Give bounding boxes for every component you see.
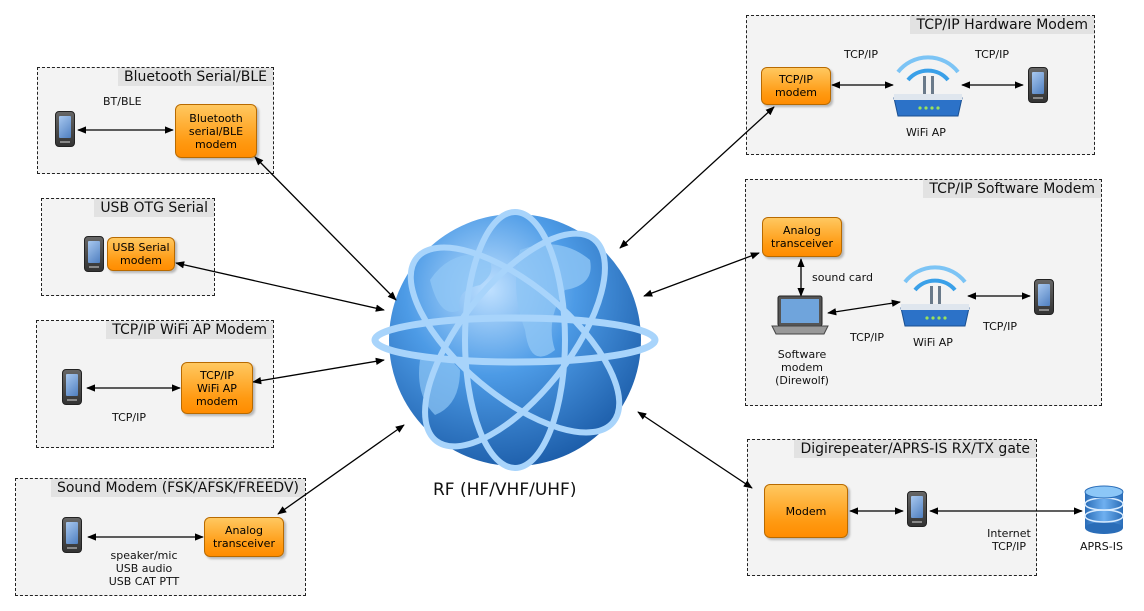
globe-icon	[371, 209, 659, 471]
link-hw-modem-rf	[619, 106, 775, 249]
sound-card-label: sound card	[812, 271, 873, 284]
sw-link-left-label: TCP/IP	[850, 331, 884, 344]
hw-wifi-ap-label: WiFi AP	[906, 126, 946, 139]
rf-center-label: RF (HF/VHF/UHF)	[433, 480, 577, 500]
phone-icon	[62, 517, 82, 553]
wifi-ap-link-label: TCP/IP	[112, 411, 146, 424]
panel-title: TCP/IP WiFi AP Modem	[106, 321, 273, 339]
laptop-icon	[771, 295, 829, 335]
panel-usb-otg: USB OTG Serial	[41, 198, 215, 296]
panel-title: Sound Modem (FSK/AFSK/FREEDV)	[50, 479, 305, 497]
panel-title: Bluetooth Serial/BLE	[118, 68, 273, 86]
wifi-router-icon	[893, 55, 963, 117]
sw-link-right-label: TCP/IP	[983, 320, 1017, 333]
link-wifi-ap-rf	[252, 357, 385, 385]
panel-title: TCP/IP Software Modem	[923, 180, 1101, 198]
phone-icon	[55, 111, 75, 147]
panel-title: USB OTG Serial	[94, 199, 214, 217]
hw-link-left-label: TCP/IP	[844, 48, 878, 61]
panel-wifi-ap-modem: TCP/IP WiFi AP Modem	[36, 320, 274, 448]
sw-wifi-ap-label: WiFi AP	[913, 336, 953, 349]
database-icon	[1084, 485, 1124, 534]
phone-icon	[907, 491, 927, 527]
bt-link-label: BT/BLE	[103, 95, 142, 108]
digi-modem-box: Modem	[764, 484, 848, 538]
phone-icon	[84, 236, 104, 272]
aprs-is-label: APRS-IS	[1080, 540, 1123, 553]
phone-icon	[1028, 67, 1048, 103]
link-usb-rf	[175, 261, 385, 312]
link-sw-modem-rf	[643, 252, 760, 297]
phone-icon	[1034, 279, 1054, 315]
link-bluetooth-rf	[254, 156, 397, 301]
panel-title: Digirepeater/APRS-IS RX/TX gate	[794, 440, 1036, 458]
phone-icon	[62, 369, 82, 405]
hw-link-right-label: TCP/IP	[975, 48, 1009, 61]
link-digi-rf	[637, 411, 753, 489]
link-sound-rf	[277, 424, 405, 515]
panel-title: TCP/IP Hardware Modem	[910, 16, 1094, 34]
wifi-router-icon	[900, 265, 970, 327]
